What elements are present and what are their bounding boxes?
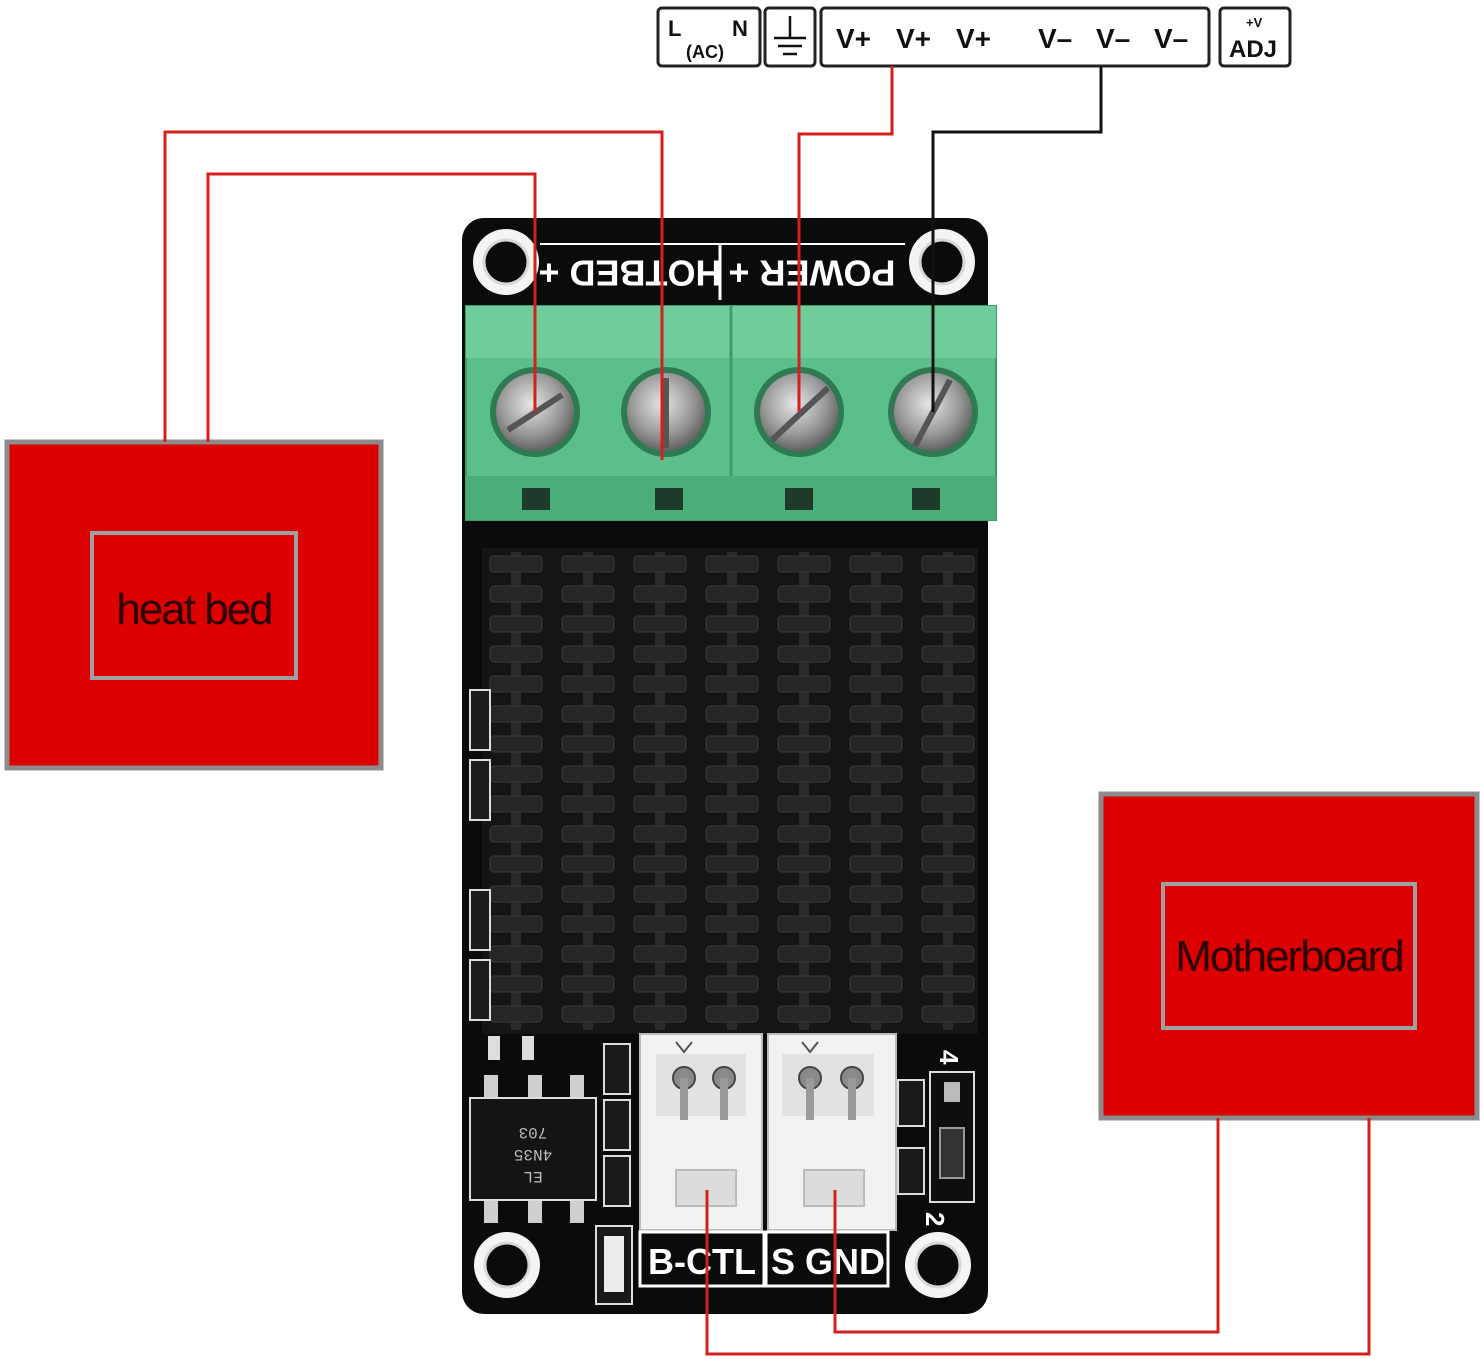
- optocoupler-chip: 703 4N35 EL: [469, 1075, 597, 1223]
- chip-line-2: 4N35: [514, 1145, 552, 1163]
- psu-output-3: V+: [956, 23, 991, 54]
- pin-2-label: 2: [920, 1212, 950, 1226]
- ac-sub-label: (AC): [686, 42, 724, 62]
- connector-b-ctl: [639, 1033, 763, 1231]
- wire-heatbed-inner: [206, 172, 537, 442]
- wire-power-negative: [931, 66, 1103, 412]
- psu-output-6: V–: [1154, 23, 1188, 54]
- psu-output-1: V+: [836, 23, 871, 54]
- psu-output-terminal: V+ V+ V+ V– V– V–: [819, 6, 1211, 68]
- mounting-hole-top-right: [909, 229, 975, 295]
- motherboard-label: Motherboard: [1175, 932, 1402, 981]
- heat-bed-label: heat bed: [116, 585, 271, 634]
- adj-top-label: +V: [1246, 15, 1263, 30]
- ac-n-label: N: [732, 16, 748, 41]
- psu-ground-terminal: [763, 6, 817, 68]
- psu-output-2: V+: [896, 23, 931, 54]
- psu-adj-terminal: +V ADJ: [1218, 6, 1292, 68]
- silk-hotbed-label: HOTBED +: [538, 252, 721, 293]
- mounting-hole-bottom-left: [474, 1232, 540, 1298]
- motherboard-box: Motherboard: [1098, 791, 1480, 1121]
- smd-resistors: [603, 1043, 925, 1207]
- chip-line-1: 703: [519, 1123, 548, 1141]
- silk-b-ctl-label: B-CTL: [648, 1241, 756, 1282]
- connector-s-gnd: [767, 1033, 897, 1231]
- mounting-hole-top-left: [473, 229, 539, 295]
- earth-ground-icon: [774, 16, 806, 56]
- pin-4-label: 4: [934, 1050, 964, 1065]
- silk-s-gnd-label: S GND: [771, 1241, 885, 1282]
- mosfet-board: HOTBED + POWER +: [462, 218, 997, 1314]
- psu-ac-terminal: L N (AC): [656, 6, 762, 68]
- psu-terminal-strip: L N (AC) V+ V+ V+ V– V– V– +V ADJ: [656, 6, 1292, 68]
- mounting-hole-bottom-right: [905, 1232, 971, 1298]
- adj-bottom-label: ADJ: [1229, 36, 1277, 63]
- psu-output-5: V–: [1096, 23, 1130, 54]
- ac-l-label: L: [668, 16, 681, 41]
- wire-power-positive: [797, 66, 894, 412]
- wires: [163, 66, 1371, 1356]
- heat-bed-box: heat bed: [4, 439, 384, 771]
- chip-line-3: EL: [523, 1167, 542, 1185]
- jumper-header: [929, 1071, 975, 1203]
- status-led: [595, 1225, 633, 1305]
- heatsink: [482, 548, 978, 1034]
- screw-terminal-block: [465, 305, 997, 521]
- wire-ground: [833, 1118, 1220, 1334]
- wire-signal: [705, 1118, 1371, 1356]
- screw-2: [621, 367, 711, 457]
- silk-power-label: POWER +: [728, 252, 895, 293]
- heatsink-fins: [489, 552, 975, 1030]
- psu-output-4: V–: [1038, 23, 1072, 54]
- wire-heatbed-outer: [163, 130, 664, 460]
